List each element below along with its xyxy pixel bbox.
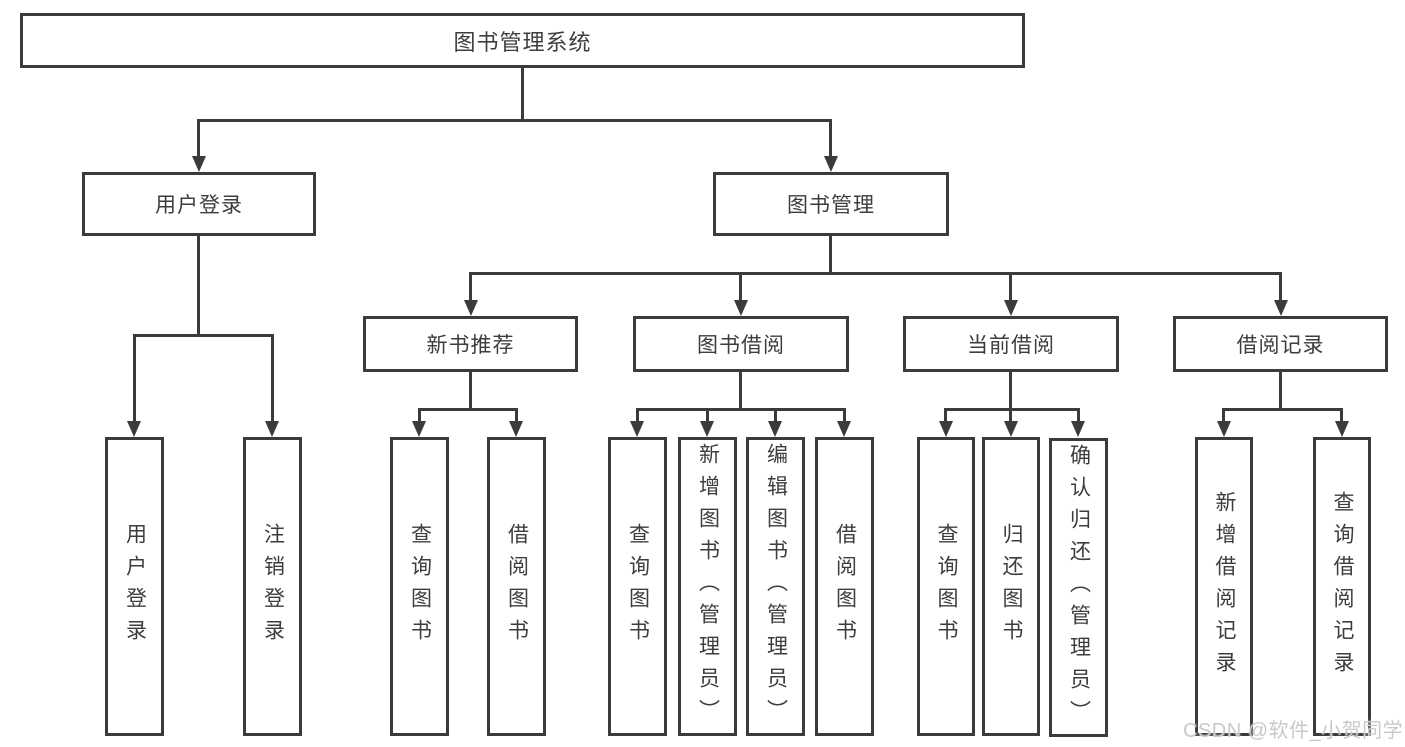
node-current-borrow: 当前借阅 [903, 316, 1119, 372]
connector-bar [636, 408, 846, 411]
leaf-borrow-book-2: 借阅图书 [815, 437, 874, 736]
connector-login-bar [133, 334, 274, 337]
connector-mgmt-stem [829, 236, 832, 274]
arrowhead-down-icon [630, 421, 644, 437]
arrowhead-down-icon [734, 300, 748, 316]
arrowhead-down-icon [509, 421, 523, 437]
leaf-query-book-1: 查询图书 [390, 437, 449, 736]
leaf-query-borrow-record: 查询借阅记录 [1313, 437, 1371, 736]
arrowhead-down-icon [837, 421, 851, 437]
connector-mgmt-bar [469, 272, 1282, 275]
connector-drop [1009, 408, 1012, 422]
connector-drop [739, 272, 742, 302]
node-new-book-recommend: 新书推荐 [363, 316, 578, 372]
arrowhead-down-icon [1004, 421, 1018, 437]
leaf-logout: 注销登录 [243, 437, 302, 736]
node-root: 图书管理系统 [20, 13, 1025, 68]
connector-bar [1222, 408, 1343, 411]
arrowhead-down-icon [939, 421, 953, 437]
connector-stem [469, 372, 472, 410]
leaf-user-login: 用户登录 [105, 437, 164, 736]
connector-drop [1222, 408, 1225, 422]
connector-drop [843, 408, 846, 422]
connector-drop [271, 334, 274, 422]
connector-drop [469, 272, 472, 302]
arrowhead-down-icon [412, 421, 426, 437]
node-book-borrow: 图书借阅 [633, 316, 849, 372]
arrowhead-down-icon [768, 421, 782, 437]
arrowhead-down-icon [824, 156, 838, 172]
node-borrow-record: 借阅记录 [1173, 316, 1388, 372]
arrowhead-down-icon [700, 421, 714, 437]
arrowhead-down-icon [464, 300, 478, 316]
arrowhead-down-icon [1274, 300, 1288, 316]
leaf-return-book: 归还图书 [982, 437, 1040, 736]
leaf-confirm-return-admin: 确认归还（管理员） [1049, 438, 1108, 737]
connector-drop [944, 408, 947, 422]
watermark: CSDN @软件_小贺同学 [1183, 720, 1404, 742]
leaf-query-book-3: 查询图书 [917, 437, 975, 736]
connector-drop [1340, 408, 1343, 422]
leaf-add-book-admin: 新增图书（管理员） [678, 437, 737, 736]
connector-bar [944, 408, 1080, 411]
connector-bar [418, 408, 518, 411]
connector-drop [133, 334, 136, 422]
arrowhead-down-icon [1335, 421, 1349, 437]
connector-drop-mgmt [829, 119, 832, 159]
connector-drop [515, 408, 518, 422]
connector-stem [1009, 372, 1012, 410]
connector-login-stem [197, 236, 200, 336]
connector-drop [636, 408, 639, 422]
leaf-add-borrow-record: 新增借阅记录 [1195, 437, 1253, 736]
connector-stem [739, 372, 742, 410]
connector-drop [418, 408, 421, 422]
arrowhead-down-icon [1071, 421, 1085, 437]
connector-drop [1077, 408, 1080, 422]
arrowhead-down-icon [1217, 421, 1231, 437]
leaf-edit-book-admin: 编辑图书（管理员） [746, 437, 805, 736]
arrowhead-down-icon [1004, 300, 1018, 316]
connector-drop [1279, 272, 1282, 302]
arrowhead-down-icon [192, 156, 206, 172]
connector-drop [706, 408, 709, 422]
node-user-login: 用户登录 [82, 172, 316, 236]
connector-stem [1279, 372, 1282, 410]
connector-drop [774, 408, 777, 422]
connector-drop [1009, 272, 1012, 302]
leaf-query-book-2: 查询图书 [608, 437, 667, 736]
connector-root-bar [197, 119, 832, 122]
connector-root-stem [521, 66, 524, 120]
leaf-borrow-book-1: 借阅图书 [487, 437, 546, 736]
arrowhead-down-icon [265, 421, 279, 437]
arrowhead-down-icon [127, 421, 141, 437]
connector-drop-login [197, 119, 200, 159]
node-book-mgmt: 图书管理 [713, 172, 949, 236]
